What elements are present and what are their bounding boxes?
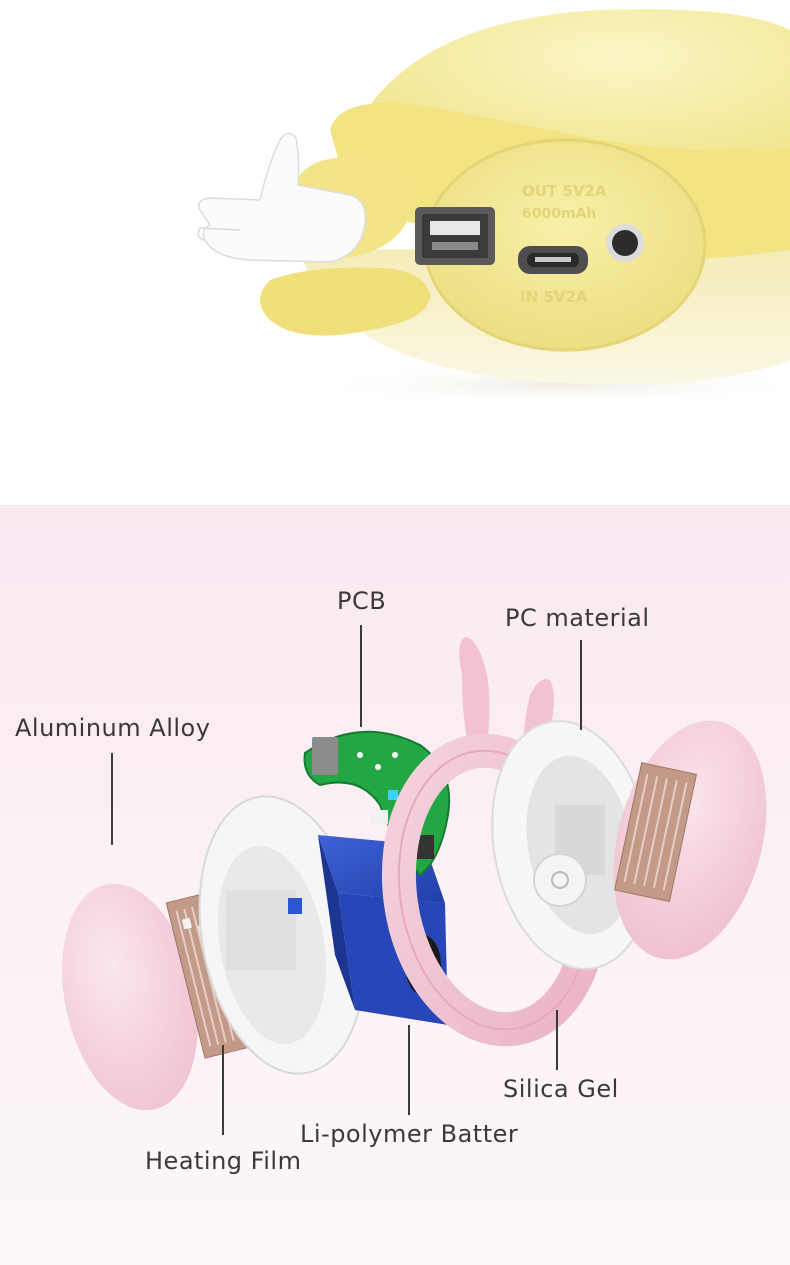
out-rating-text: OUT 5V2A xyxy=(522,182,607,200)
exploded-view-panel: PCB PC material Aluminum Alloy Silica Ge… xyxy=(0,505,790,1265)
label-pc-material: PC material xyxy=(505,604,650,632)
pcb-usb-connector xyxy=(312,737,338,775)
exploded-components-illustration xyxy=(62,637,767,1111)
label-silica-gel: Silica Gel xyxy=(503,1075,619,1103)
leader-silica-gel xyxy=(556,1010,558,1070)
in-rating-text: IN 5V2A xyxy=(520,288,588,306)
white-hand-stand xyxy=(198,132,367,263)
leader-heating-film xyxy=(222,1045,224,1135)
ear-lobe xyxy=(260,267,430,336)
bunny-ear-left xyxy=(459,637,490,757)
label-aluminum-alloy: Aluminum Alloy xyxy=(15,714,211,742)
yellow-power-bank-illustration: OUT 5V2A 6000mAh IN 5V2A xyxy=(197,9,790,407)
leader-aluminum-alloy xyxy=(111,753,113,845)
label-pcb: PCB xyxy=(337,587,387,615)
port-face xyxy=(425,140,705,350)
capacity-text: 6000mAh xyxy=(522,206,596,222)
heating-film-right xyxy=(614,762,698,903)
aluminum-alloy-disc xyxy=(62,883,198,1111)
label-heating-film: Heating Film xyxy=(145,1147,302,1175)
leader-battery xyxy=(408,1025,410,1115)
battery-side xyxy=(318,835,355,1010)
leader-pc-material xyxy=(580,640,582,730)
label-battery: Li-polymer Batter xyxy=(300,1120,519,1148)
leader-pcb xyxy=(360,625,362,727)
power-button xyxy=(533,853,587,907)
product-closeup-panel: OUT 5V2A 6000mAh IN 5V2A xyxy=(0,0,790,505)
